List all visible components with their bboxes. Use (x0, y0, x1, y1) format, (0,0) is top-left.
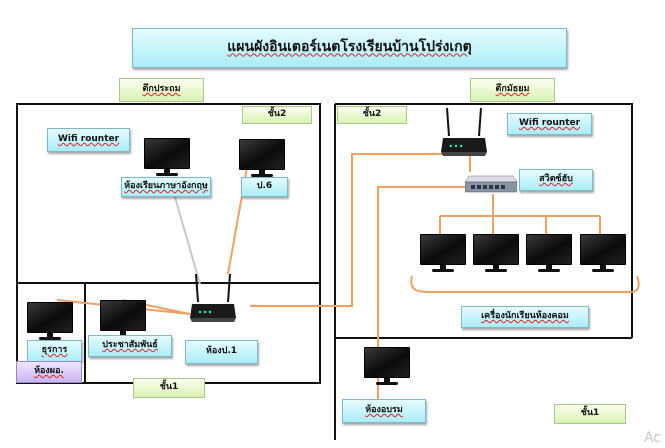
monitor-icon-lab-3 (526, 234, 572, 272)
wifi-label-right: Wifi rounter (507, 113, 592, 135)
room-label-director: ห้องผอ. (16, 361, 82, 383)
room-label-training: ห้องอบรม (342, 399, 426, 423)
monitor-icon-lab-2 (473, 234, 519, 272)
room-label-computer-students-text: เครื่องนักเรียนห้องคอม (481, 311, 569, 322)
room-label-pr-text: ประชาสัมพันธ์ (102, 340, 158, 351)
floor-label-left-lower: ชั้น1 (133, 378, 205, 398)
building-label-right: ตึกมัธยม (470, 78, 555, 102)
room-label-finance: ธุรการ (27, 340, 82, 362)
wifi-label-left-text: Wifi rounter (57, 134, 120, 145)
room-label-p6-text: ป.6 (256, 181, 273, 192)
floor-label-left-upper: ชั้น2 (242, 106, 312, 124)
floor-label-right-upper: ชั้น2 (337, 106, 407, 124)
room-label-p1: ห้องป.1 (185, 340, 258, 364)
monitor-icon-finance (27, 302, 73, 340)
monitor-icon-pr (100, 300, 146, 338)
switch-hub-label-text: สวิตซ์ฮับ (539, 174, 573, 185)
room-label-computer-students: เครื่องนักเรียนห้องคอม (461, 306, 589, 328)
room-label-finance-text: ธุรการ (41, 345, 68, 356)
switch-hub-icon (465, 175, 517, 193)
wifi-label-left: Wifi rounter (47, 128, 130, 152)
monitor-icon-english-room (144, 138, 190, 176)
page-title-text: แผนผังอินเตอร์เนตโรงเรียนบ้านโปร่งเกตุ (227, 39, 472, 56)
room-label-p1-text: ห้องป.1 (205, 346, 238, 357)
wifi-label-right-text: Wifi rounter (518, 118, 581, 129)
floor-label-right-lower-text: ชั้น1 (580, 408, 600, 419)
floor-label-right-upper-text: ชั้น2 (362, 109, 382, 120)
room-label-training-text: ห้องอบรม (365, 405, 403, 416)
floor-label-left-lower-text: ชั้น1 (159, 382, 179, 393)
page-title: แผนผังอินเตอร์เนตโรงเรียนบ้านโปร่งเกตุ (132, 28, 567, 68)
monitor-icon-lab-1 (420, 234, 466, 272)
room-label-pr: ประชาสัมพันธ์ (88, 335, 172, 357)
monitor-icon-p6 (239, 139, 285, 177)
switch-hub-label: สวิตซ์ฮับ (519, 169, 593, 191)
wifi-router-icon-left (190, 274, 236, 322)
room-label-p6: ป.6 (241, 177, 288, 197)
room-label-english: ห้องเรียนภาษาอังกฤษ (121, 177, 211, 197)
floor-label-right-lower: ชั้น1 (554, 404, 626, 424)
monitor-icon-training (364, 347, 410, 385)
building-label-left-text: ตึกประถม (142, 84, 181, 95)
wifi-router-icon-right (441, 108, 487, 156)
floor-label-left-upper-text: ชั้น2 (267, 109, 287, 120)
corner-text: Ac (643, 430, 661, 446)
building-label-right-text: ตึกมัธยม (495, 84, 530, 95)
building-walls (16, 103, 633, 440)
building-label-left: ตึกประถม (119, 78, 204, 102)
monitor-icon-lab-4 (580, 234, 626, 272)
room-label-english-text: ห้องเรียนภาษาอังกฤษ (124, 181, 208, 192)
room-label-director-text: ห้องผอ. (34, 366, 64, 377)
wifi-link-english (174, 196, 201, 285)
